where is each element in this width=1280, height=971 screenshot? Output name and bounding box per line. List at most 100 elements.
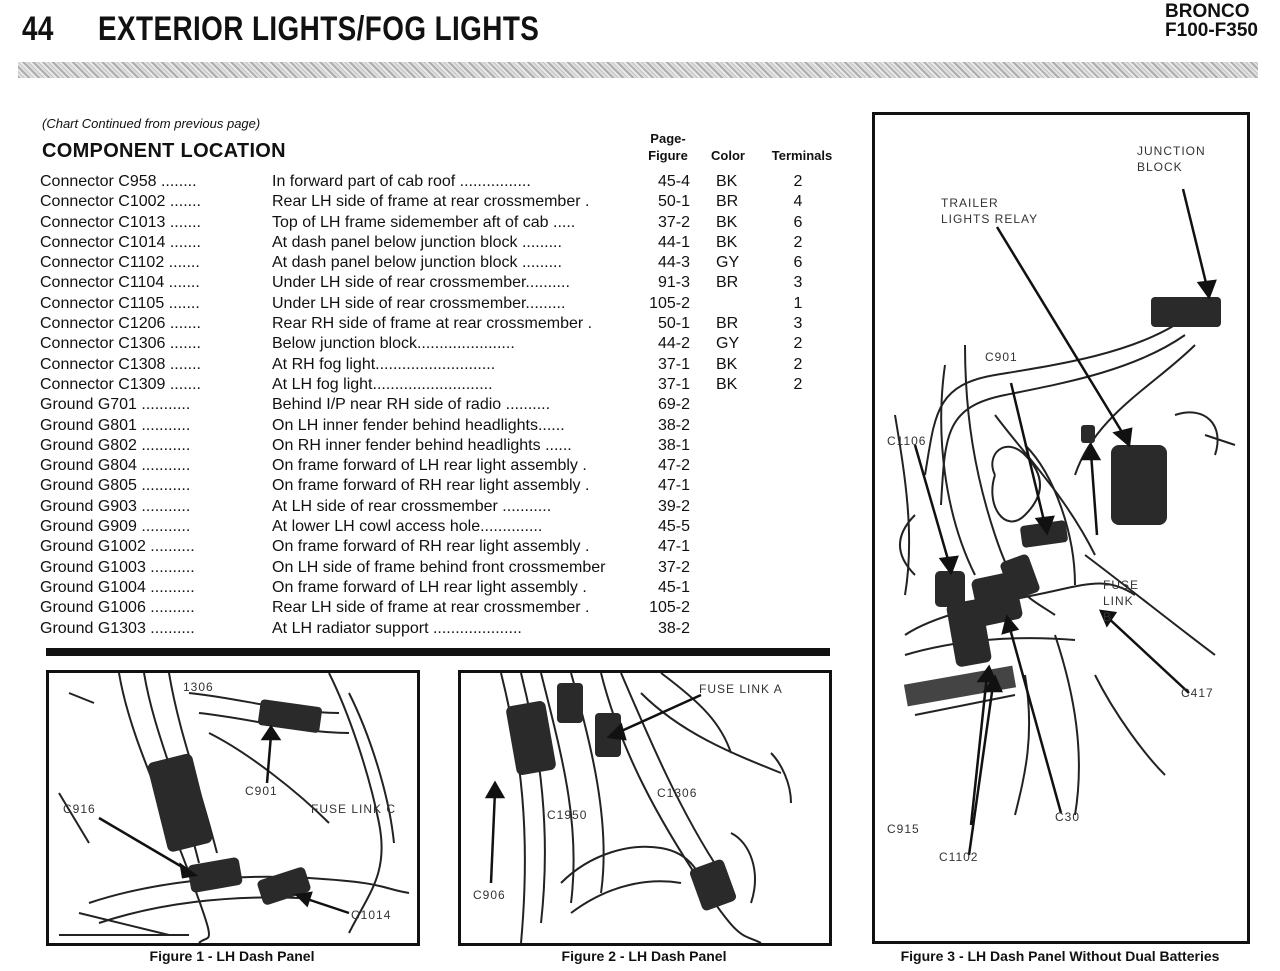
component-location-title: COMPONENT LOCATION [42, 140, 286, 162]
row-location: On LH inner fender behind headlights....… [272, 416, 565, 434]
row-terminal-count: 2 [793, 233, 803, 251]
table-row: Ground G805 ...........On frame forward … [40, 476, 840, 496]
row-page-figure: 38-1 [657, 436, 690, 454]
row-wire-color: BR [716, 193, 739, 211]
row-location: Below junction block....................… [272, 335, 515, 353]
figure-3-box: JUNCTION BLOCK TRAILER LIGHTS RELAY C901… [872, 112, 1250, 944]
figure-3-illustration: JUNCTION BLOCK TRAILER LIGHTS RELAY C901… [887, 144, 1236, 864]
col-color-header: Color [711, 148, 745, 163]
vehicle-model: BRONCO F100-F350 [1165, 2, 1258, 40]
row-page-figure: 37-1 [657, 375, 690, 393]
row-terminal-count: 4 [793, 193, 803, 211]
table-row: Connector C1014 .......At dash panel bel… [40, 233, 840, 253]
row-component-name: Connector C1105 ....... [40, 294, 200, 312]
table-row: Connector C1105 ....... Under LH side of … [40, 294, 840, 314]
fig3-label-c417: C417 [1181, 686, 1214, 700]
row-component-name: Ground G1002 .......... [40, 538, 195, 556]
fig3-label-c901: C901 [985, 350, 1018, 364]
row-wire-color: BK [716, 355, 738, 373]
row-location: Under LH side of rear crossmember.......… [272, 294, 566, 312]
table-row: Connector C1013 ....... Top of LH frame s… [40, 213, 840, 233]
row-page-figure: 47-1 [657, 477, 690, 495]
row-terminal-count: 6 [793, 254, 803, 272]
fig3-label-trailer-line1: TRAILER [941, 196, 999, 210]
table-row: Ground G909 ...........At lower LH cowl … [40, 517, 840, 537]
row-page-figure: 105-2 [649, 599, 690, 617]
row-location: At lower LH cowl access hole............… [272, 518, 543, 536]
row-location: Under LH side of rear crossmember.......… [272, 274, 570, 292]
table-row: Connector C1308 .......At RH fog light..… [40, 355, 840, 375]
figure-1-caption: Figure 1 - LH Dash Panel [149, 948, 315, 964]
row-page-figure: 37-1 [657, 355, 690, 373]
row-page-figure: 44-2 [657, 335, 690, 353]
row-terminal-count: 2 [793, 335, 803, 353]
row-location: At dash panel below junction block .....… [272, 233, 562, 251]
page-number: 44 [22, 10, 54, 48]
row-wire-color: BK [716, 173, 738, 190]
row-page-figure: 91-3 [657, 274, 690, 292]
row-location: At dash panel below junction block .....… [272, 254, 562, 272]
row-component-name: Connector C1104 ....... [40, 274, 200, 292]
row-page-figure: 47-2 [657, 457, 690, 475]
row-location: On LH side of frame behind front crossme… [272, 558, 606, 576]
col-page-figure-header: Page- Figure [640, 130, 696, 164]
row-wire-color: BR [716, 315, 739, 333]
row-wire-color: GY [716, 335, 740, 353]
table-row: Ground G802 ...........On RH inner fende… [40, 436, 840, 456]
row-component-name: Ground G1006 .......... [40, 599, 195, 617]
fig3-label-c1102: C1102 [939, 850, 978, 864]
vehicle-model-line2: F100-F350 [1165, 20, 1258, 41]
table-row: Ground G804 ...........On frame forward … [40, 456, 840, 476]
fig3-label-junction-line2: BLOCK [1137, 160, 1183, 174]
row-location: Rear LH side of frame at rear crossmembe… [272, 599, 590, 617]
row-component-name: Connector C1306 ....... [40, 335, 201, 353]
vehicle-model-line1: BRONCO [1165, 1, 1250, 22]
fig1-label-c916: C916 [63, 802, 96, 816]
row-location: At RH fog light.........................… [272, 355, 496, 373]
row-page-figure: 47-1 [657, 538, 690, 556]
row-wire-color: GY [716, 254, 740, 272]
row-terminal-count: 6 [793, 213, 803, 231]
fig1-label-c1014: C1014 [351, 908, 391, 922]
table-row: Connector C1002 ....... Rear LH side of f… [40, 192, 840, 212]
row-location: At LH side of rear crossmember .........… [272, 497, 552, 515]
table-row: Connector C958 ........In forward part o… [40, 172, 840, 192]
row-location: Behind I/P near RH side of radio .......… [272, 396, 551, 414]
table-row: Connector C1102 ....... At dash panel bel… [40, 253, 840, 273]
row-page-figure: 44-3 [657, 254, 690, 272]
figure-2-illustration: FUSE LINK A C1950 C1306 C906 [473, 673, 792, 943]
fig3-label-junction-line1: JUNCTION [1137, 144, 1206, 158]
row-location: Rear LH side of frame at rear crossmembe… [272, 193, 590, 211]
fig3-label-fuse-line1: FUSE [1103, 578, 1139, 592]
fig2-label-c1950: C1950 [547, 808, 587, 822]
table-row: Ground G801 ...........On LH inner fende… [40, 416, 840, 436]
col-page-line2: Figure [648, 148, 688, 163]
table-row: Ground G701 ........... Behind I/P near R… [40, 395, 840, 415]
continued-note: (Chart Continued from previous page) [42, 116, 261, 131]
row-component-name: Ground G804 ........... [40, 457, 191, 475]
row-wire-color: BK [716, 375, 738, 393]
row-page-figure: 38-2 [657, 619, 690, 637]
row-component-name: Connector C1002 ....... [40, 193, 201, 211]
table-row: Connector C1104 ....... Under LH side of … [40, 273, 840, 293]
row-location: Top of LH frame sidemember aft of cab ..… [272, 213, 576, 231]
figure-1-box: 1306 C901 C916 FUSE LINK C C1014 [46, 670, 420, 946]
row-component-name: Connector C1102 ....... [40, 254, 200, 272]
row-component-name: Ground G903 ........... [40, 497, 191, 515]
row-component-name: Connector C1013 ....... [40, 213, 201, 231]
row-page-figure: 45-1 [657, 578, 690, 596]
row-page-figure: 37-2 [657, 558, 690, 576]
figure-1-illustration: 1306 C901 C916 FUSE LINK C C1014 [58, 673, 410, 943]
table-row: Ground G1003 ..........On LH side of fra… [40, 558, 840, 578]
row-wire-color: BK [716, 233, 738, 251]
page-title: EXTERIOR LIGHTS/FOG LIGHTS [98, 10, 540, 48]
fig2-label-c1306: C1306 [657, 786, 697, 800]
fig3-label-trailer-line2: LIGHTS RELAY [941, 212, 1038, 226]
row-wire-color: BK [716, 213, 738, 231]
fig1-label-c1306: 1306 [183, 680, 214, 694]
row-page-figure: 37-2 [657, 213, 690, 231]
row-location: At LH fog light.........................… [272, 375, 493, 393]
table-row: Ground G1002 ..........On frame forward … [40, 537, 840, 557]
row-component-name: Ground G701 ........... [40, 396, 191, 414]
row-terminal-count: 2 [793, 375, 803, 393]
